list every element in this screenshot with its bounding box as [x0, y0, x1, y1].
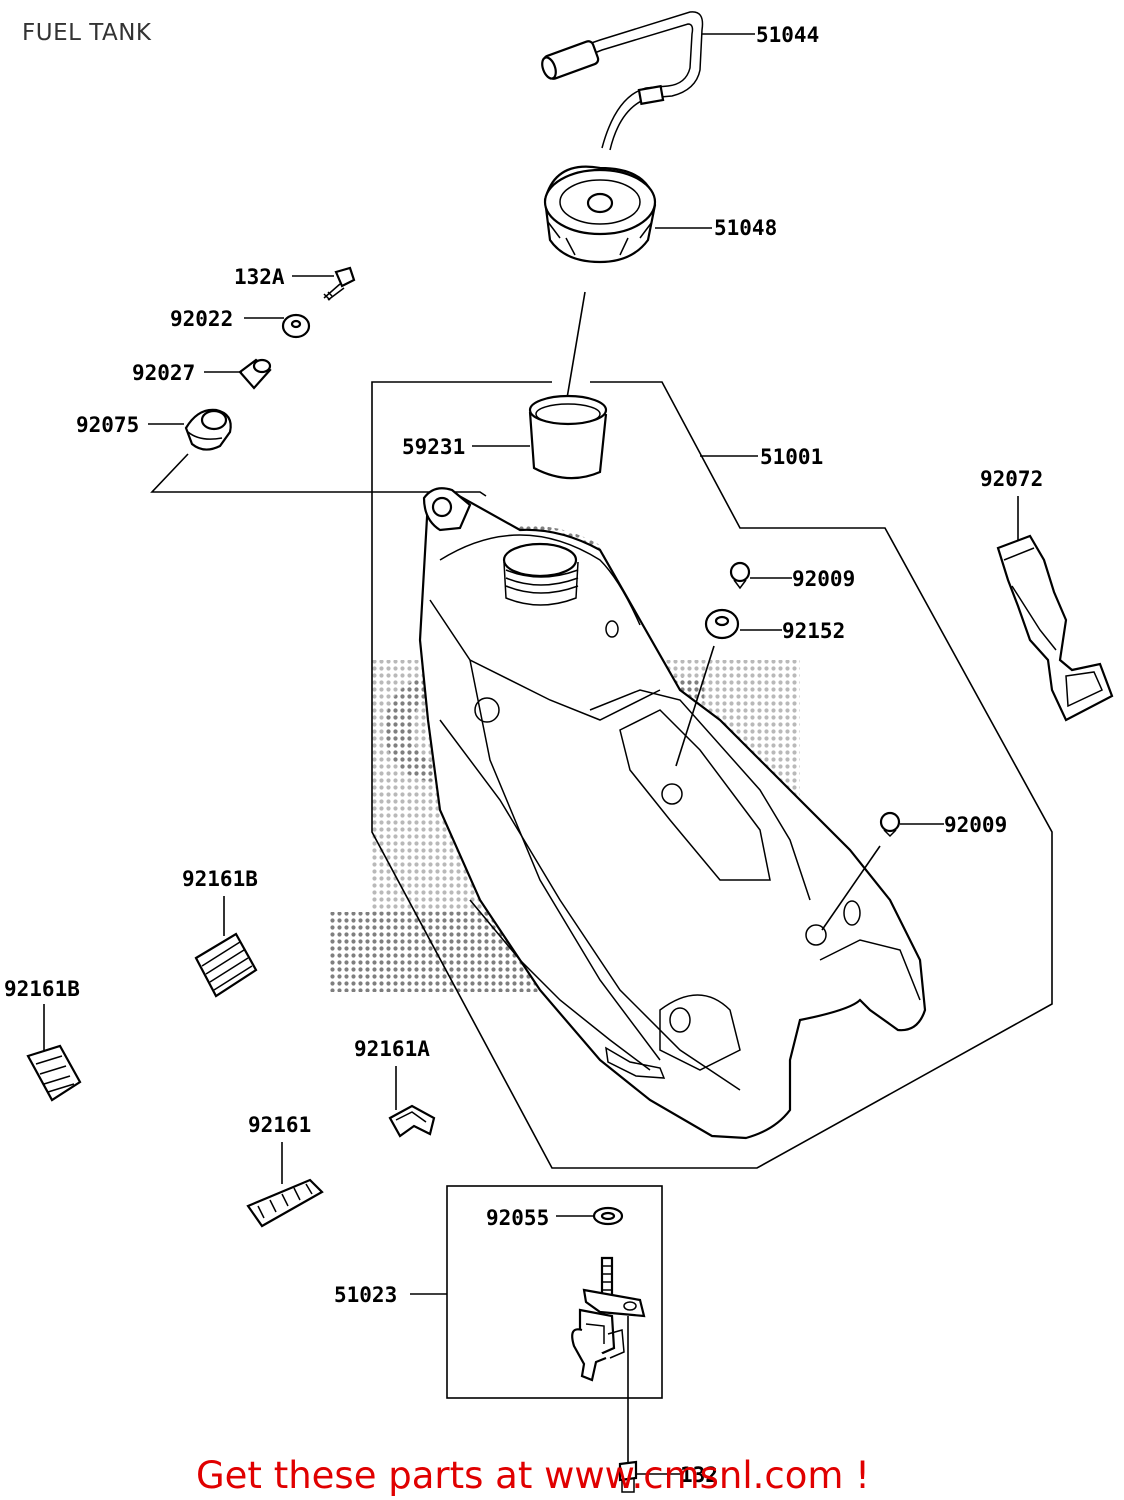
- part-label-92009-right: 92009: [944, 813, 1007, 837]
- part-label-51044: 51044: [756, 23, 819, 47]
- pad-92161B-upper[interactable]: [194, 932, 258, 998]
- bolt-92009-right[interactable]: [879, 811, 901, 838]
- part-label-92027: 92027: [132, 361, 195, 385]
- part-label-92161B-lower: 92161B: [4, 977, 80, 1001]
- page-title: FUEL TANK: [22, 20, 152, 46]
- part-label-132A: 132A: [234, 265, 285, 289]
- part-label-59231: 59231: [402, 435, 465, 459]
- part-label-92055: 92055: [486, 1206, 549, 1230]
- screw-132[interactable]: [618, 1460, 638, 1493]
- strap-92072[interactable]: [996, 534, 1114, 722]
- washer-92022[interactable]: [281, 313, 311, 339]
- promo-banner[interactable]: Get these parts at www.cmsnl.com !: [196, 1454, 870, 1497]
- clip-92161A[interactable]: [388, 1104, 436, 1138]
- part-label-92072: 92072: [980, 467, 1043, 491]
- washer-92152[interactable]: [704, 608, 740, 640]
- oring-92055[interactable]: [592, 1206, 624, 1226]
- pad-92161[interactable]: [246, 1178, 324, 1228]
- fuel-cap[interactable]: [543, 165, 657, 264]
- part-label-51001: 51001: [760, 445, 823, 469]
- bolt-92009-top[interactable]: [729, 561, 751, 590]
- pad-92161B-lower[interactable]: [26, 1044, 82, 1102]
- bolt-132A[interactable]: [323, 266, 356, 301]
- damper-92075[interactable]: [184, 408, 232, 451]
- part-label-132: 132: [680, 1463, 718, 1487]
- fuel-cock-51023[interactable]: [571, 1256, 646, 1382]
- collar-92027[interactable]: [238, 358, 272, 390]
- part-label-92161B-upper: 92161B: [182, 867, 258, 891]
- part-label-92022: 92022: [170, 307, 233, 331]
- part-label-92009-top: 92009: [792, 567, 855, 591]
- breather-hose[interactable]: [540, 11, 704, 151]
- part-label-51023: 51023: [334, 1283, 397, 1307]
- part-label-92161: 92161: [248, 1113, 311, 1137]
- filler-ring-59231[interactable]: [528, 394, 608, 480]
- part-label-92075: 92075: [76, 413, 139, 437]
- part-label-92152: 92152: [782, 619, 845, 643]
- fuel-tank[interactable]: [418, 487, 927, 1140]
- part-label-51048: 51048: [714, 216, 777, 240]
- part-label-92161A: 92161A: [354, 1037, 430, 1061]
